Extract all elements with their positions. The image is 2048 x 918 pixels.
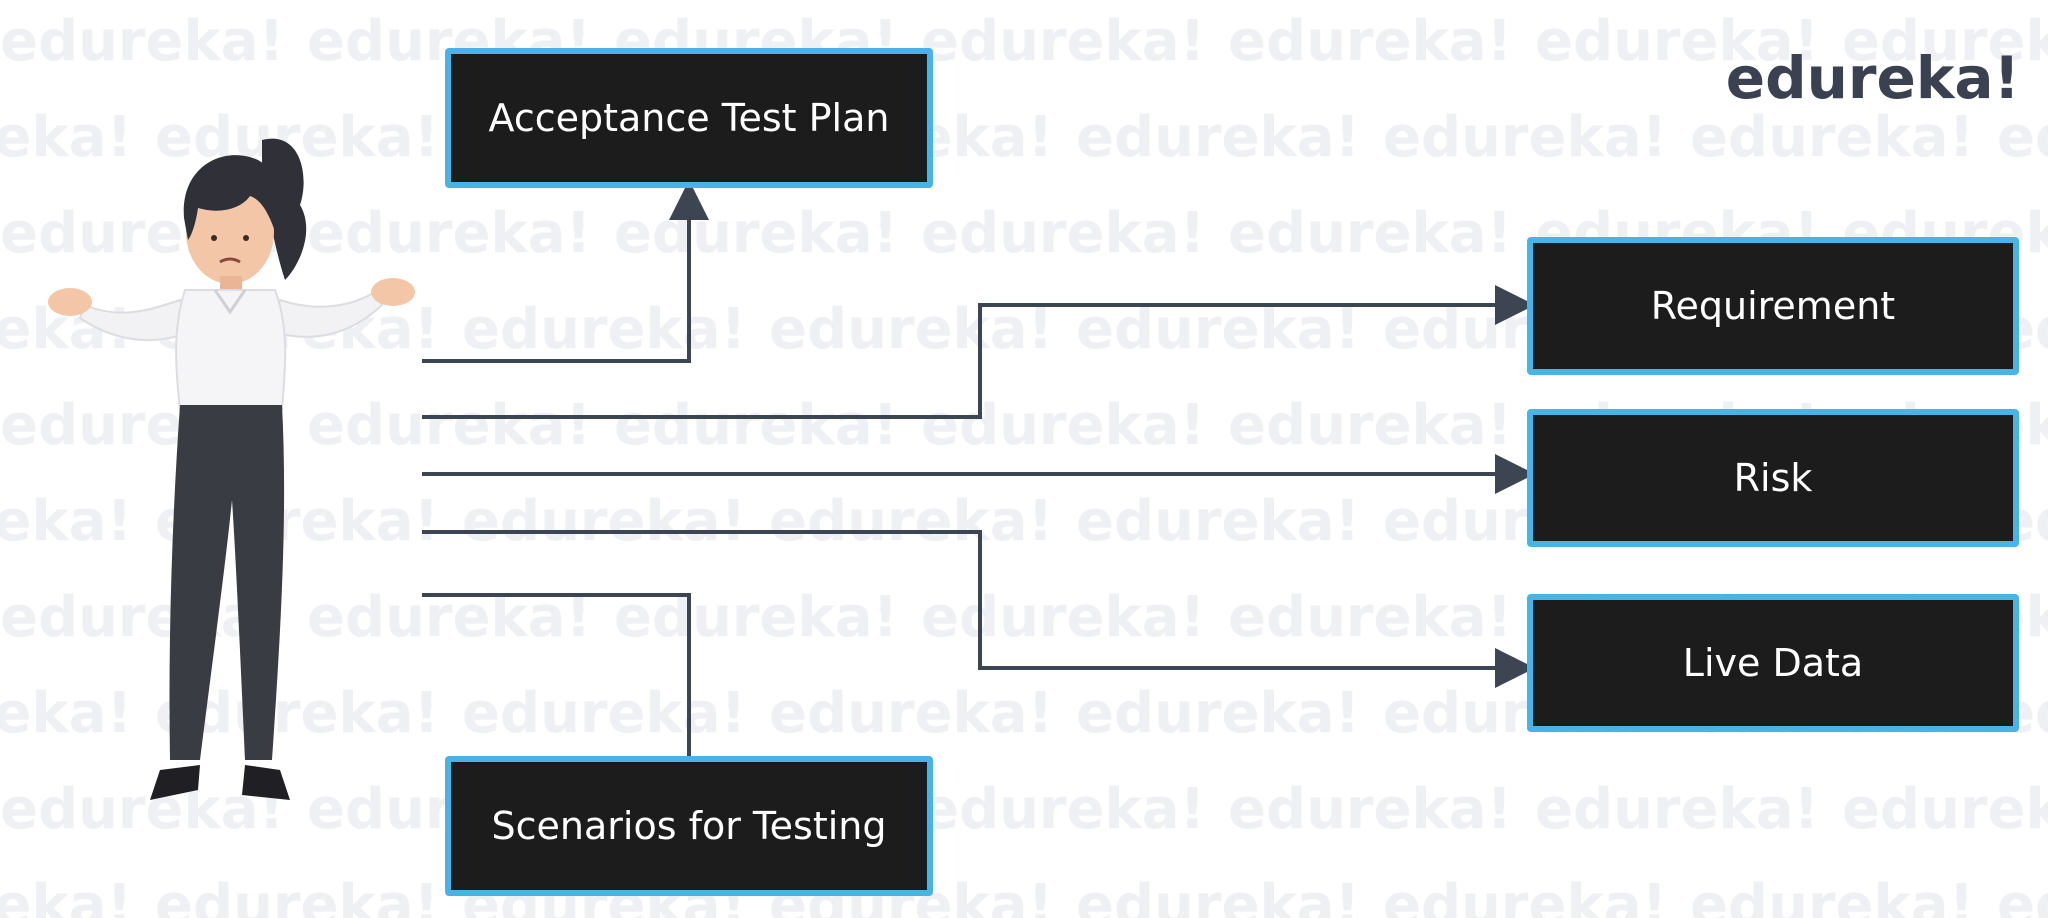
watermark-text: edureka!: [1690, 873, 1974, 918]
watermark-text: edureka!: [769, 297, 1053, 362]
watermark-text: edureka!: [307, 201, 591, 266]
watermark-text: edureka!: [614, 201, 898, 266]
watermark-text: edureka!: [921, 393, 1205, 458]
watermark-text: edureka!: [1842, 777, 2048, 842]
watermark-text: edureka!: [1228, 585, 1512, 650]
watermark-text: edureka!: [1997, 105, 2048, 170]
watermark-text: edureka!: [0, 9, 284, 74]
watermark-text: edureka!: [921, 201, 1205, 266]
watermark-text: edureka!: [462, 297, 746, 362]
node-label: Acceptance Test Plan: [488, 96, 890, 140]
watermark-text: edureka!: [1383, 873, 1667, 918]
connector-to-acceptance-test-plan: [422, 180, 709, 363]
watermark-text: edureka!: [0, 585, 284, 650]
watermark-text: edureka!: [1228, 9, 1512, 74]
edureka-logo: edureka!: [1725, 44, 2020, 112]
watermark-text: edureka!: [1076, 681, 1360, 746]
watermark-text: edureka!: [155, 873, 439, 918]
watermark-text: edureka!: [462, 681, 746, 746]
watermark-text: edureka!: [921, 777, 1205, 842]
node-label: Requirement: [1650, 284, 1896, 328]
connector-to-requirement: [422, 285, 1535, 419]
watermark-text: edureka!: [1076, 873, 1360, 918]
watermark-text: edureka!: [921, 585, 1205, 650]
watermark-text: edureka!: [1228, 393, 1512, 458]
node-label: Risk: [1733, 456, 1813, 500]
watermark-text: edureka!: [769, 681, 1053, 746]
node-label: Live Data: [1682, 641, 1864, 685]
watermark-text: edureka!: [0, 873, 132, 918]
node-scenarios-for-testing: Scenarios for Testing: [445, 756, 933, 896]
node-requirement: Requirement: [1527, 237, 2019, 375]
watermark-text: edureka!: [1228, 777, 1512, 842]
watermark-text: edureka!: [1076, 489, 1360, 554]
watermark-text: edureka!: [0, 105, 132, 170]
watermark-text: edureka!: [1535, 9, 1819, 74]
watermark-text: edureka!: [1690, 105, 1974, 170]
watermark-text: edureka!: [1383, 105, 1667, 170]
node-risk: Risk: [1527, 409, 2019, 547]
watermark-text: edureka!: [0, 489, 132, 554]
watermark-text: edureka!: [0, 681, 132, 746]
node-label: Scenarios for Testing: [491, 804, 887, 848]
connector-to-live-data: [422, 530, 1535, 688]
watermark-text: edureka!: [614, 393, 898, 458]
watermark-text: edureka!: [462, 489, 746, 554]
watermark-text: edureka!: [0, 777, 284, 842]
node-live-data: Live Data: [1527, 594, 2019, 732]
watermark-text: edureka!: [1535, 777, 1819, 842]
watermark-text: edureka!: [1997, 873, 2048, 918]
watermark-text: edureka!: [1228, 201, 1512, 266]
connector-to-scenarios: [422, 593, 691, 756]
watermark-text: edureka!: [769, 489, 1053, 554]
watermark-text: edureka!: [307, 393, 591, 458]
watermark-text: edureka!: [1076, 105, 1360, 170]
watermark-text: edureka!: [1076, 297, 1360, 362]
node-acceptance-test-plan: Acceptance Test Plan: [445, 48, 933, 188]
watermark-text: edureka!: [921, 9, 1205, 74]
watermark-text: edureka!: [1842, 9, 2048, 74]
